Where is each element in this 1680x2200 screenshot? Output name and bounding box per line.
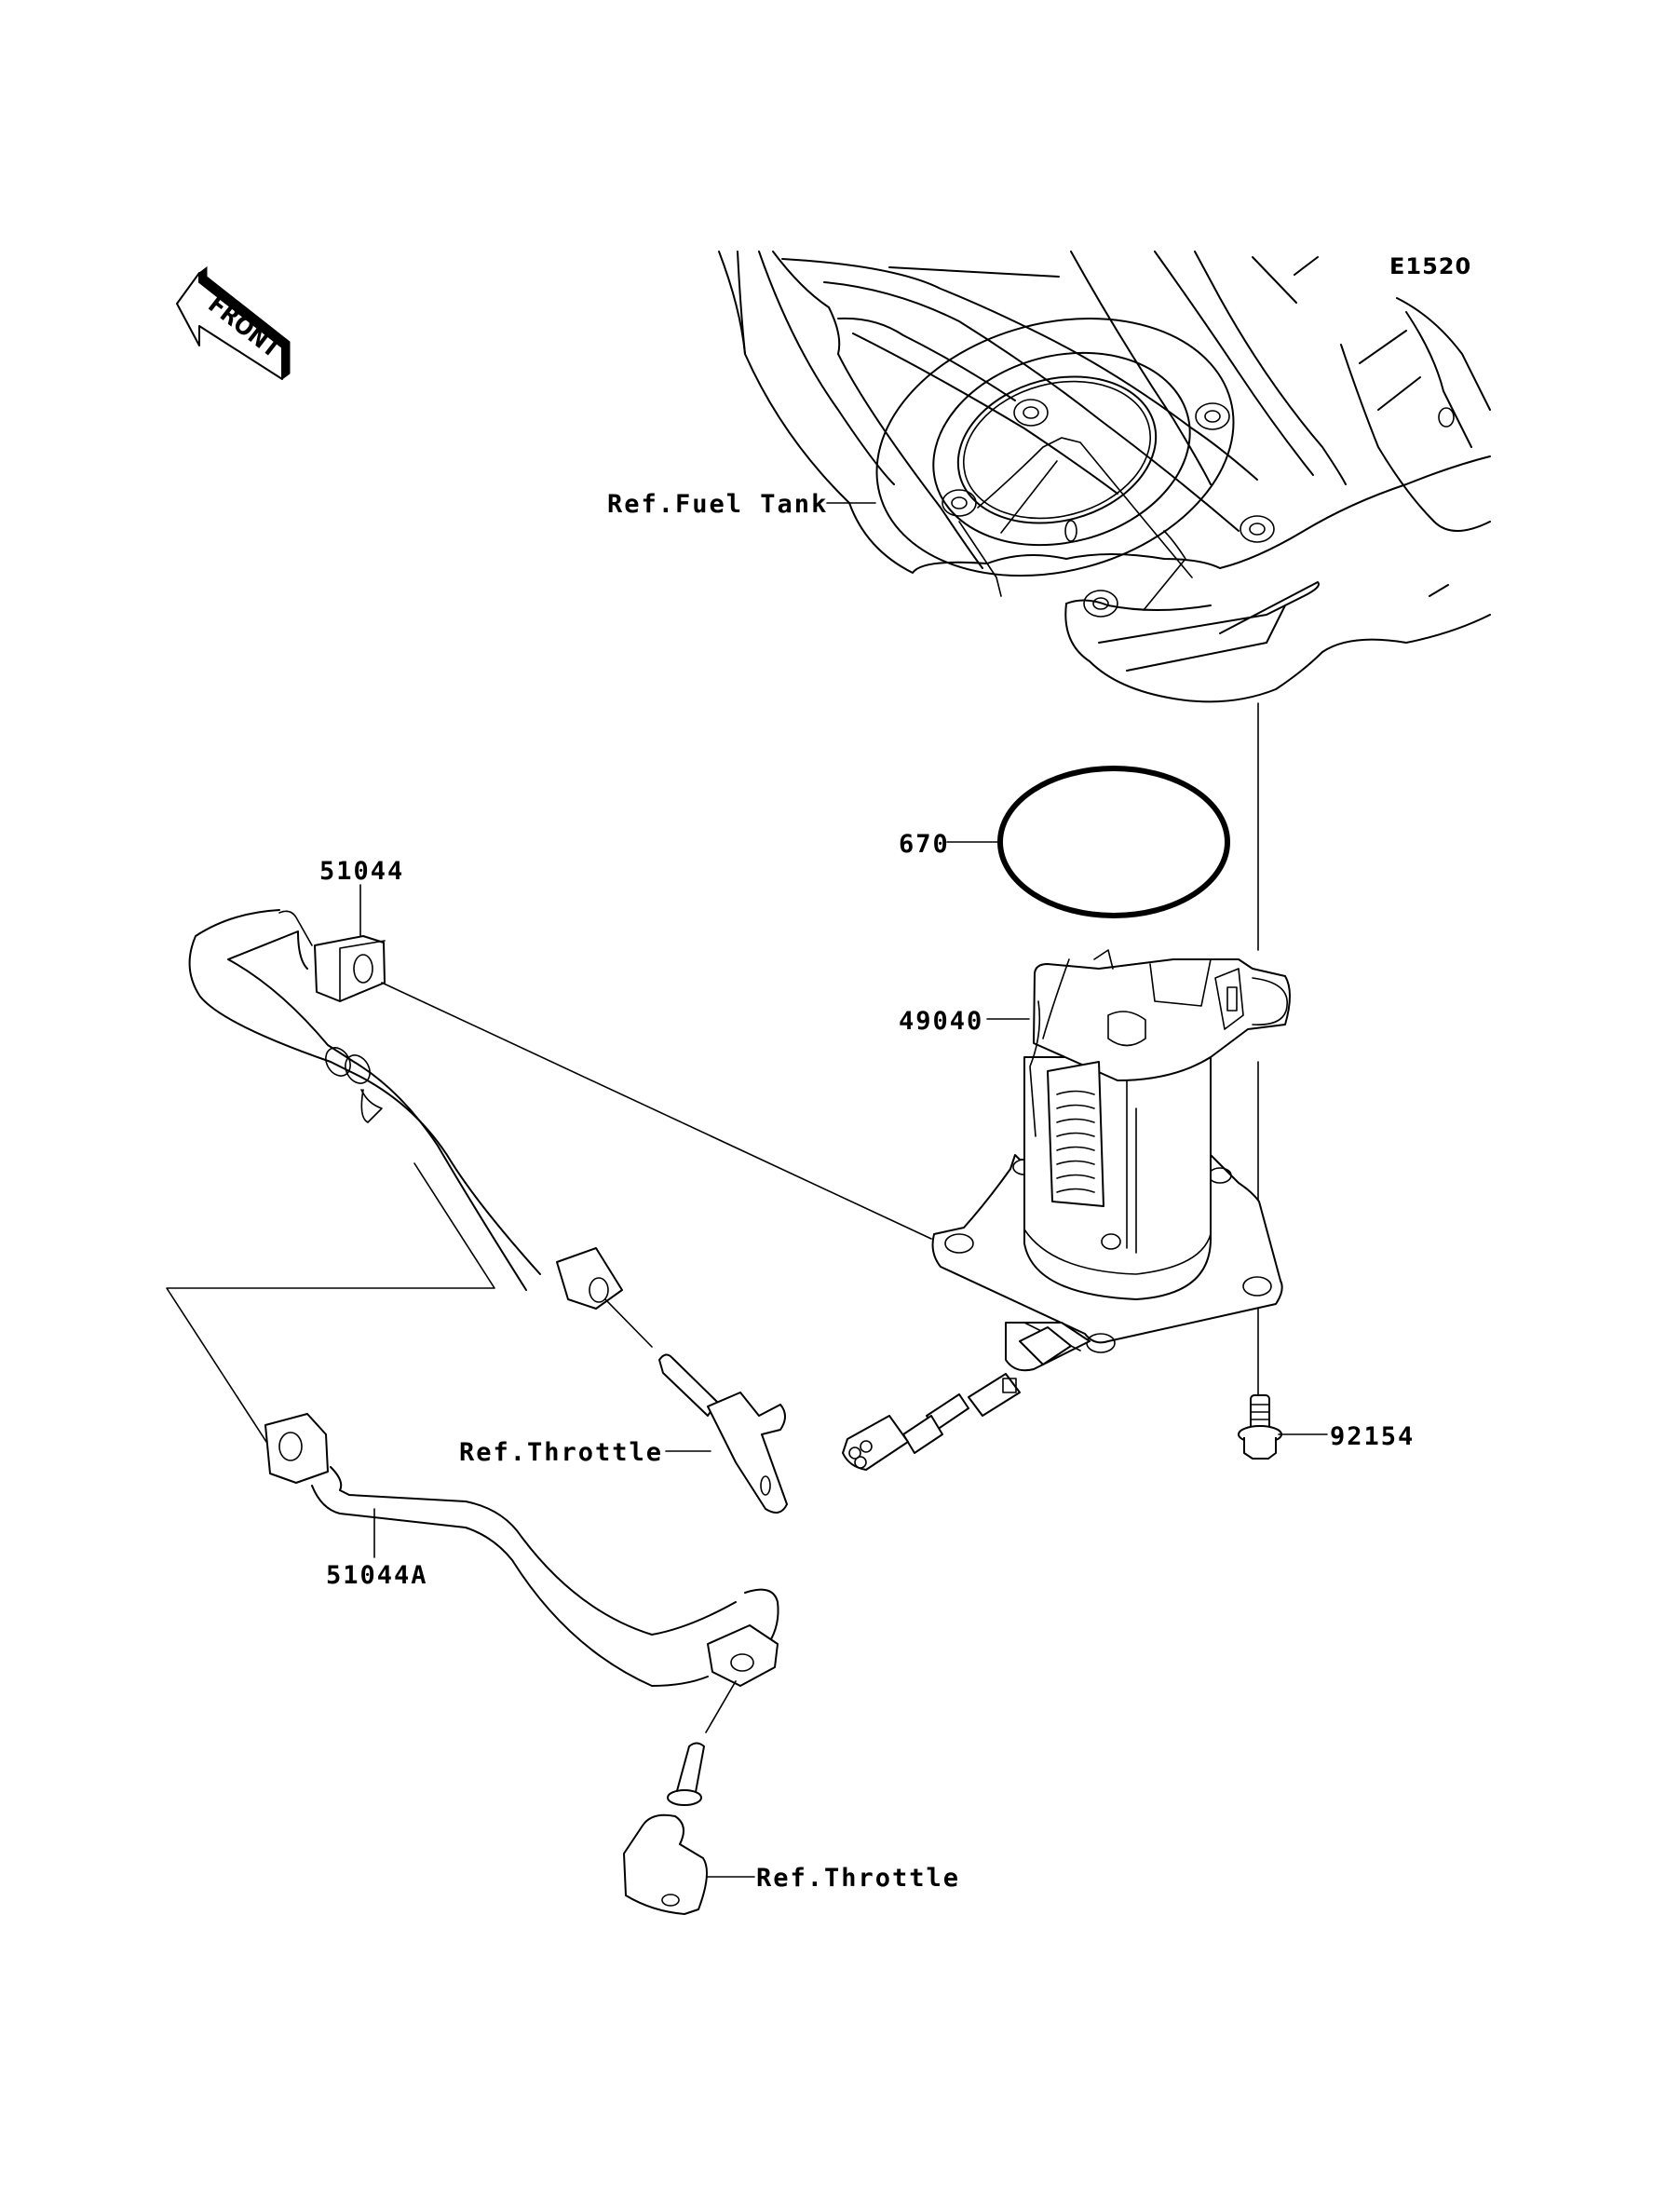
fuel-hose-51044a-drawing bbox=[264, 1413, 779, 1687]
ref-throttle-2-callout: Ref.Throttle bbox=[707, 1864, 960, 1893]
leader-z-line bbox=[166, 1162, 495, 1461]
ref-throttle-1-label: Ref.Throttle bbox=[459, 1438, 663, 1467]
fuel-tank-drawing bbox=[718, 251, 1491, 703]
part-51044-callout: 51044 bbox=[319, 857, 404, 937]
part-49040-callout: 49040 bbox=[899, 1007, 1030, 1036]
part-51044-label: 51044 bbox=[319, 857, 404, 886]
ref-throttle-2-label: Ref.Throttle bbox=[756, 1864, 960, 1893]
ref-throttle-1-callout: Ref.Throttle bbox=[459, 1438, 711, 1467]
pump-connector-drawing bbox=[842, 1373, 1021, 1471]
figure-code: E1520 bbox=[1389, 253, 1471, 279]
leader-51044-to-pump bbox=[381, 982, 932, 1240]
throttle-fitting-1-drawing bbox=[604, 1298, 788, 1514]
bolt-part bbox=[1238, 1394, 1282, 1460]
part-670-callout: 670 bbox=[899, 830, 1000, 859]
part-92154-label: 92154 bbox=[1330, 1422, 1415, 1451]
front-arrow-icon: FRONT bbox=[176, 266, 291, 380]
part-670-label: 670 bbox=[899, 830, 950, 859]
fuel-hose-51044-drawing bbox=[188, 909, 623, 1310]
part-51044a-callout: 51044A bbox=[326, 1508, 428, 1590]
ref-fuel-tank-callout: Ref.Fuel Tank bbox=[607, 490, 876, 519]
part-92154-callout: 92154 bbox=[1278, 1422, 1415, 1451]
o-ring-part bbox=[997, 766, 1230, 918]
tank-bolt-holes bbox=[942, 399, 1275, 618]
part-51044a-label: 51044A bbox=[326, 1561, 428, 1590]
ref-fuel-tank-label: Ref.Fuel Tank bbox=[607, 490, 828, 519]
fuel-pump-drawing bbox=[931, 949, 1291, 1372]
throttle-fitting-2-drawing bbox=[623, 1680, 737, 1915]
part-49040-label: 49040 bbox=[899, 1007, 983, 1036]
